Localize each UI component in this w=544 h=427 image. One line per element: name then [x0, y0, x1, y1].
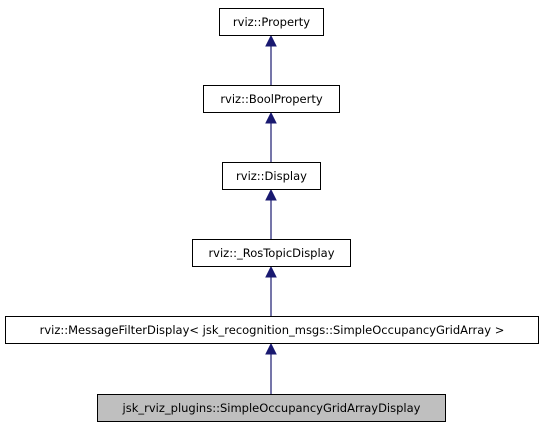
class-node-box	[97, 394, 446, 422]
class-node-property[interactable]: rviz::Property	[219, 8, 324, 36]
class-node-label: rviz::_RosTopicDisplay	[208, 246, 334, 260]
class-node-box[interactable]	[222, 162, 321, 190]
nodes-layer: rviz::Propertyrviz::BoolPropertyrviz::Di…	[5, 8, 539, 422]
class-node-box[interactable]	[219, 8, 324, 36]
inheritance-arrowhead	[265, 188, 277, 201]
class-node-simpleoccupancygridarraydisplay: jsk_rviz_plugins::SimpleOccupancyGridArr…	[97, 394, 446, 422]
class-node-box[interactable]	[203, 85, 340, 113]
class-node-rostopicdisplay[interactable]: rviz::_RosTopicDisplay	[192, 239, 351, 267]
edges-layer	[265, 34, 277, 394]
class-node-label: rviz::Display	[236, 169, 307, 183]
class-node-display[interactable]: rviz::Display	[222, 162, 321, 190]
inheritance-arrowhead	[265, 34, 277, 47]
class-node-box[interactable]	[192, 239, 351, 267]
class-node-boolproperty[interactable]: rviz::BoolProperty	[203, 85, 340, 113]
class-node-label: rviz::BoolProperty	[220, 92, 323, 106]
class-node-label: rviz::MessageFilterDisplay< jsk_recognit…	[40, 323, 505, 337]
inheritance-arrowhead	[265, 111, 277, 124]
inheritance-arrowhead	[265, 265, 277, 278]
class-node-messagefilterdisplay[interactable]: rviz::MessageFilterDisplay< jsk_recognit…	[5, 316, 539, 344]
class-node-label: jsk_rviz_plugins::SimpleOccupancyGridArr…	[122, 401, 421, 415]
inheritance-arrowhead	[265, 342, 277, 355]
class-node-box[interactable]	[5, 316, 539, 344]
class-node-label: rviz::Property	[233, 15, 310, 29]
